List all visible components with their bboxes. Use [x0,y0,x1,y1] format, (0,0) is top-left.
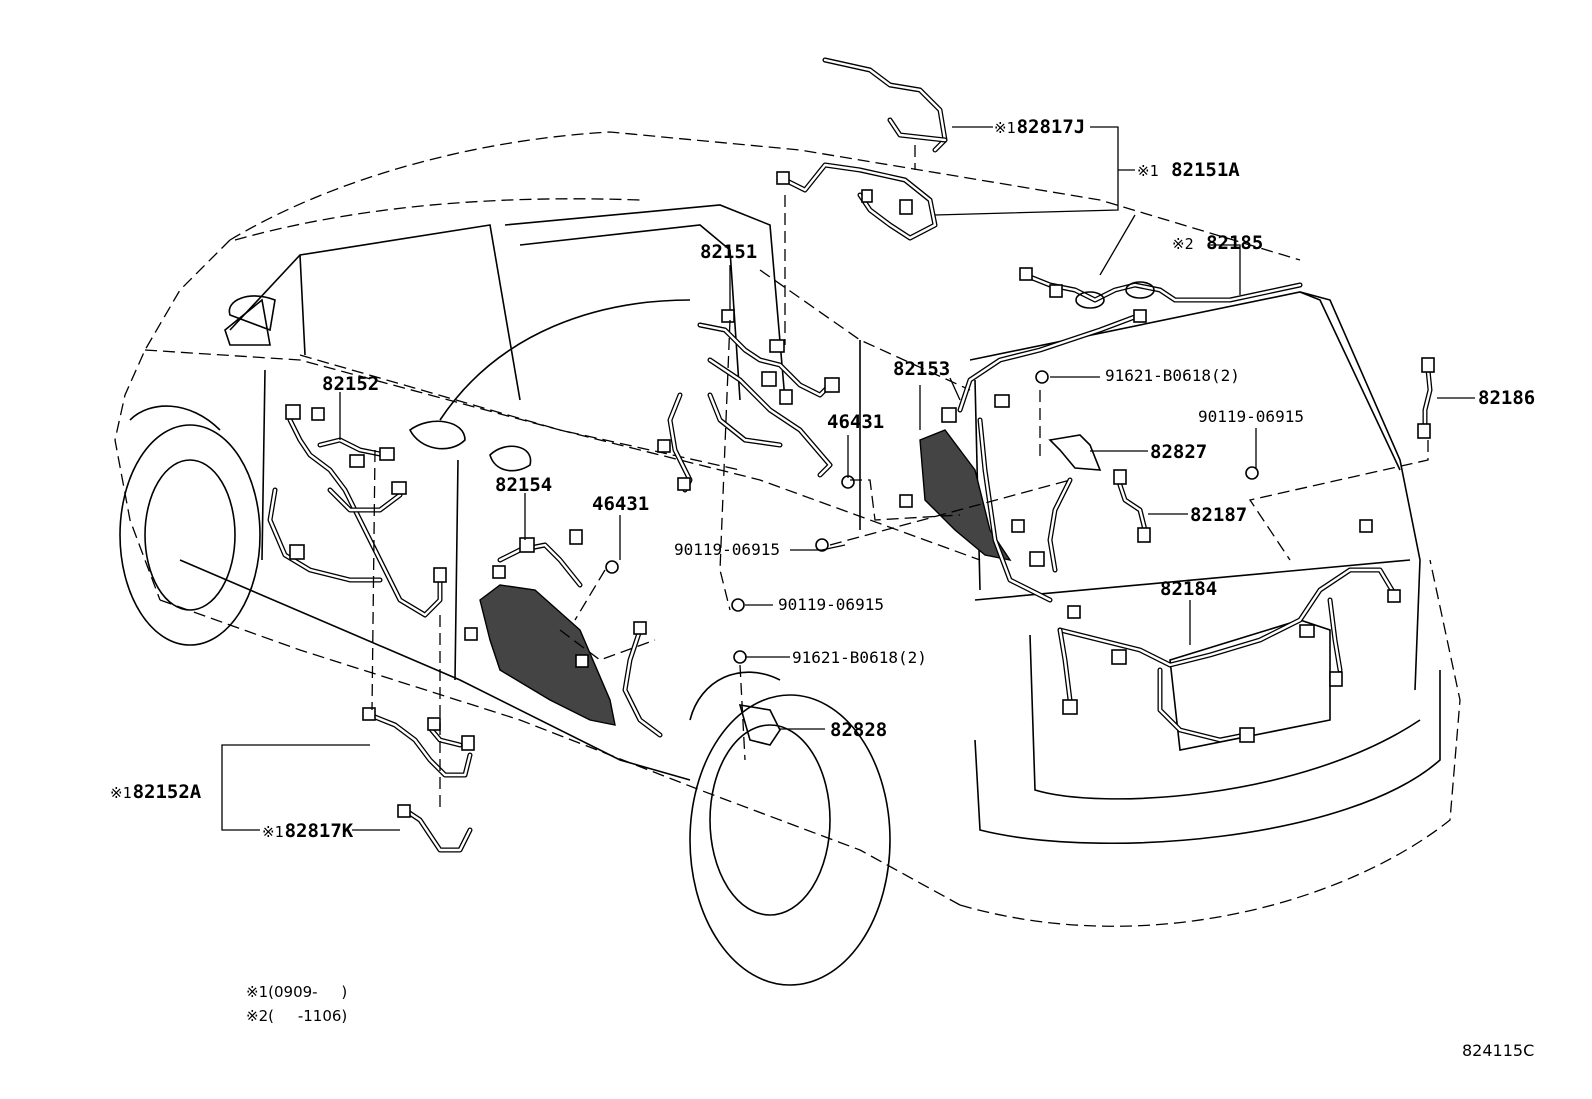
part-label-82186: 82186 [1478,389,1535,408]
part-number: 91621-B0618(2) [792,648,927,667]
bracket-82828 [738,704,781,746]
footnote-1: ※1(0909- ) [246,985,347,1000]
part-number: 46431 [827,411,885,433]
part-label-82152A: ※182152A [110,783,201,802]
part-number: 82184 [1160,578,1218,600]
harness-82151 [657,309,840,493]
part-label-90119-06915-center: 90119-06915 [674,542,780,558]
footnote-text: (0909- ) [268,983,348,1001]
harness-82152A [362,707,475,778]
part-number: 82828 [830,719,888,741]
harness-82153 [899,309,1147,619]
footnote-2: ※2( -1106) [246,1009,347,1024]
part-label-82184: 82184 [1160,580,1217,599]
harness-82152 [267,404,447,618]
part-number: 82154 [495,474,553,496]
part-number: 82151 [700,241,758,263]
harness-82185 [1019,267,1303,309]
part-label-90119-06915-lower: 90119-06915 [778,597,884,613]
part-label-82827: 82827 [1150,443,1207,462]
part-label-82152: 82152 [322,375,379,394]
part-label-91621-B0618-upper: 91621-B0618(2) [1105,368,1240,384]
harness-82154 [464,529,663,738]
harness-82187 [1113,469,1151,543]
part-label-46431-upper: 46431 [827,413,884,432]
part-label-82828: 82828 [830,721,887,740]
part-number: 82186 [1478,387,1536,409]
reference-lines [371,145,1429,810]
part-label-82153: 82153 [893,360,950,379]
part-number: 82185 [1206,232,1264,254]
part-number: 46431 [592,493,650,515]
roof-harness-82151A [776,162,938,241]
harness-82184 [1057,519,1401,743]
part-label-82817K: ※182817K [262,822,353,841]
part-number: 90119-06915 [778,595,884,614]
part-number: 82152 [322,373,380,395]
part-number: 82153 [893,358,951,380]
note-mark: ※1 [262,823,284,841]
part-label-82185: ※2 82185 [1172,234,1263,253]
part-number: 82152A [132,781,202,803]
harness-82186 [1417,357,1435,439]
note-mark: ※2 [1172,235,1194,253]
footnote-mark: ※2 [246,1007,269,1025]
harness-82817K [397,804,473,853]
part-label-82154: 82154 [495,476,552,495]
part-label-90119-06915-right: 90119-06915 [1198,409,1304,425]
part-number: 82817J [1016,116,1086,138]
roof-harness-82817J [822,57,948,153]
footnote-text: ( -1106) [268,1007,348,1025]
part-label-82151A: ※1 82151A [1137,161,1240,180]
part-label-82817J: ※182817J [994,118,1085,137]
note-mark: ※1 [110,784,132,802]
part-number: 90119-06915 [1198,407,1304,426]
part-label-91621-B0618-lower: 91621-B0618(2) [792,650,927,666]
part-number: 82187 [1190,504,1248,526]
leader-lines [221,126,1475,831]
note-mark: ※1 [994,119,1016,137]
note-mark: ※1 [1137,162,1159,180]
figure-code: 824115C [1462,1041,1535,1060]
part-label-82151: 82151 [700,243,757,262]
footnote-mark: ※1 [246,983,269,1001]
bracket-82827 [1048,434,1102,471]
part-number: 82151A [1171,159,1240,181]
part-label-82187: 82187 [1190,506,1247,525]
part-number: 90119-06915 [674,540,780,559]
part-label-46431-lower: 46431 [592,495,649,514]
part-number: 82827 [1150,441,1208,463]
vehicle-body-outline [114,131,1461,986]
part-number: 91621-B0618(2) [1105,366,1240,385]
part-number: 82817K [284,820,354,842]
